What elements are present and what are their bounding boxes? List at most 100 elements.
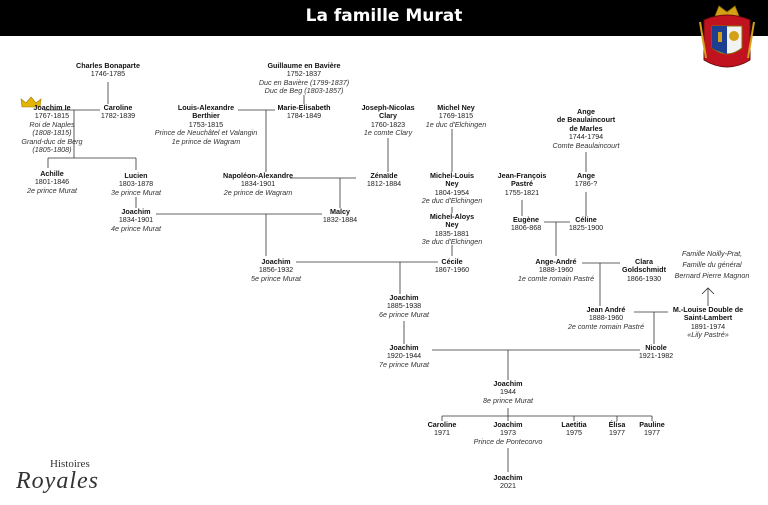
person-dates: 1784-1849 [286, 111, 322, 121]
person-dates: 1971 [433, 428, 450, 438]
person-title: Duc en Bavière (1799-1837) [258, 77, 350, 87]
person-dates: 1834-1901 [240, 179, 276, 189]
person-name: Joseph-Nicolas [361, 103, 415, 112]
person-name: Saint-Lambert [683, 313, 733, 323]
person-title: Prince de Neuchâtel et Valangin [154, 128, 258, 138]
note-line: Famille du général [682, 260, 742, 269]
person-title: 1e comte Clary [363, 128, 413, 138]
person-name: Élisa [608, 420, 626, 429]
person-title: 2e comte romain Pastré [567, 321, 645, 331]
crown-icon [20, 96, 42, 108]
person-name: Joachim [493, 473, 523, 482]
person-dates: 1760-1823 [370, 119, 406, 129]
person-name: Goldschmidt [622, 265, 666, 275]
person-dates: 1746-1785 [90, 69, 126, 79]
logo-line-2: Royales [16, 468, 99, 494]
person-dates: 1867-1960 [434, 265, 470, 275]
title-bar: La famille Murat [0, 0, 768, 36]
page-title: La famille Murat [305, 6, 463, 26]
person-dates: 1755-1821 [504, 187, 540, 197]
person-title: 4e prince Murat [111, 223, 161, 233]
person-dates: 1835-1881 [434, 228, 470, 238]
person-title: Roi de Naples [29, 119, 75, 129]
coat-of-arms-icon [699, 5, 755, 68]
person-name: Pastré [511, 179, 533, 189]
person-dates: 1804-1954 [434, 187, 470, 197]
person-dates: 1888-1960 [588, 313, 624, 323]
person-name: de Marles [569, 123, 603, 133]
person-name: Joachim [121, 207, 151, 216]
person-title: (1808-1815) [32, 128, 72, 138]
logo-line-1: Histoires [50, 458, 90, 470]
person-name: Clary [379, 111, 397, 121]
person-name: Charles Bonaparte [76, 61, 140, 70]
person-name: Ney [445, 179, 459, 189]
person-name: Ange-André [535, 257, 577, 266]
person-dates: 1921-1982 [638, 351, 674, 361]
person-title: Duc de Beg (1803-1857) [264, 86, 344, 96]
person-dates: 1767-1815 [34, 111, 70, 121]
person-dates: 1973 [499, 428, 516, 438]
person-title: 2e duc d'Elchingen [421, 196, 483, 206]
person-dates: 1801-1846 [34, 177, 70, 187]
person-name: Marie-Elisabeth [277, 103, 331, 112]
person-name: Laetitia [561, 420, 587, 429]
person-dates: 1806-868 [510, 223, 542, 233]
person-dates: 1920-1944 [386, 351, 422, 361]
person-title: 3e duc d'Elchingen [421, 237, 483, 247]
person-dates: 1782-1839 [100, 111, 136, 121]
person-title: (1805-1808) [32, 145, 72, 155]
person-dates: 1769-1815 [438, 111, 474, 121]
person-name: Malcy [330, 207, 350, 216]
person-title: 1e comte romain Pastré [517, 273, 595, 283]
person-dates: 1944 [500, 387, 516, 397]
person-name: Michel-Aloys [429, 212, 475, 221]
person-name: Ney [445, 220, 459, 230]
person-name: Ange [577, 171, 595, 180]
person-dates: 1866-1930 [626, 273, 662, 283]
person-dates: 1891-1974 [690, 321, 726, 331]
person-dates: 1812-1884 [366, 179, 402, 189]
person-name: Caroline [103, 103, 133, 112]
person-dates: 1977 [643, 428, 660, 438]
person-dates: 1786-? [574, 179, 598, 189]
person-name: Nicole [645, 343, 667, 352]
person-title: 7e prince Murat [379, 359, 429, 369]
note-line: Bernard Pierre Magnon [674, 271, 750, 280]
person-name: Eugène [513, 215, 539, 224]
person-title: Grand-duc de Berg [21, 136, 83, 146]
person-name: Louis-Alexandre [177, 103, 235, 112]
person-title: 6e prince Murat [379, 309, 429, 319]
person-title: 1e prince de Wagram [171, 136, 241, 146]
person-name: Céline [575, 215, 597, 224]
person-dates: 1977 [608, 428, 625, 438]
person-name: Joachim [493, 379, 523, 388]
person-dates: 1856-1932 [258, 265, 294, 275]
person-title: 2e prince de Wagram [223, 187, 293, 197]
person-title: Comte Beaulaincourt [552, 140, 620, 150]
